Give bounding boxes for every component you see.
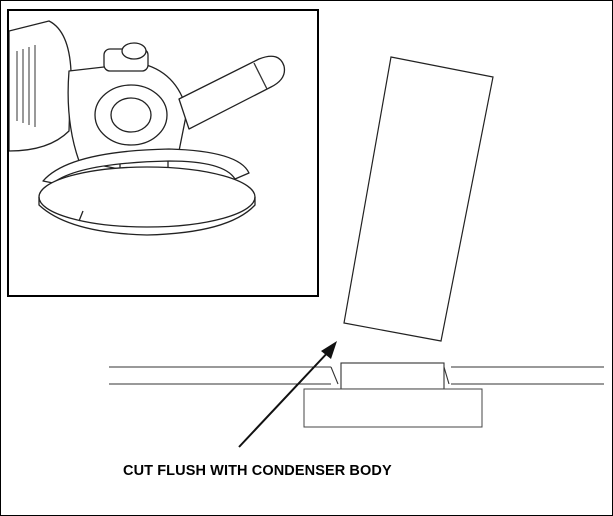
grinder-side-handle (178, 55, 286, 130)
cut-instruction-caption: CUT FLUSH WITH CONDENSER BODY (123, 463, 392, 479)
grinder-disc (38, 166, 256, 228)
angle-grinder-inset (7, 9, 319, 297)
angle-grinder-illustration (9, 20, 286, 236)
condenser-body (303, 388, 483, 428)
cut-tube-piece (343, 56, 494, 342)
right-pipe (443, 366, 604, 385)
condenser-stub (340, 362, 445, 390)
leader-arrow (238, 341, 337, 448)
left-pipe (109, 366, 339, 385)
grinder-guard (42, 148, 250, 184)
grinder-motor (9, 20, 72, 152)
